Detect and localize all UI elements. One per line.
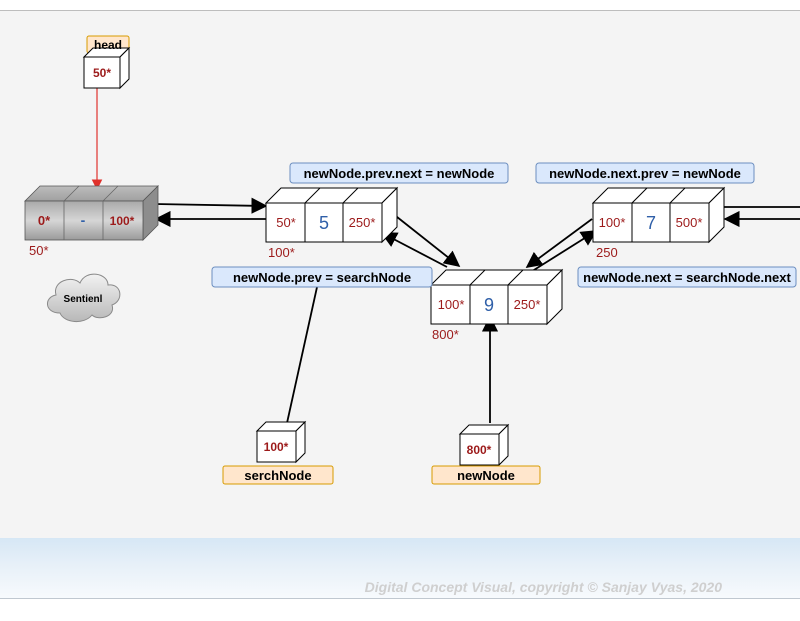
annotation-new-next: newNode.next = searchNode.next: [583, 270, 791, 285]
sentinel-address: 50*: [29, 243, 49, 258]
sentinel-next-arrow: [154, 197, 268, 214]
next-prev-to-new-arrow: [525, 218, 593, 268]
annotation-new-prev-box: [211, 266, 433, 288]
next-node: 100* 7 500*: [591, 186, 726, 244]
head-pointer: [82, 35, 131, 90]
new-prev-to-search-arrow: [380, 232, 448, 268]
annotation-prev-next-box: [289, 162, 509, 184]
new-prev-cell: 100*: [438, 297, 465, 312]
serchnode-value: 100*: [264, 440, 289, 454]
annotation-new-prev: newNode.prev = searchNode: [233, 270, 411, 285]
newnode-label: newNode: [457, 468, 515, 483]
head-value: 50*: [93, 66, 111, 80]
annotation-new-next-box: [577, 266, 797, 288]
search-next-to-new-arrow: [391, 212, 461, 268]
linked-list-insert-diagram: 0* - 100* 50* Sentienl 50* 5 250* 100* 1…: [24, 35, 800, 485]
serchnode-pointer: [222, 420, 334, 485]
new-node-address: 800*: [432, 327, 459, 342]
search-node: 50* 5 250*: [264, 186, 399, 244]
next-prev-cell: 100*: [599, 215, 626, 230]
new-next-cell: 250*: [514, 297, 541, 312]
next-node-address: 250: [596, 245, 618, 260]
diagram-canvas: 0* - 100* 50* Sentienl 50* 5 250* 100* 1…: [0, 10, 800, 539]
head-label: head: [94, 38, 122, 52]
search-value-cell: 5: [319, 213, 329, 233]
annotation-next-prev-box: [535, 162, 755, 184]
new-next-to-next-arrow: [525, 230, 598, 276]
new-node: 100* 9 250*: [429, 268, 564, 326]
annotation-next-prev: newNode.next.prev = newNode: [549, 166, 741, 181]
sentinel-cloud-label: Sentienl: [64, 294, 103, 305]
sentinel-prev-cell: 0*: [38, 213, 51, 228]
serchnode-label: serchNode: [244, 468, 311, 483]
sentinel-cloud-icon: [47, 273, 121, 322]
sentinel-next-cell: 100*: [110, 214, 135, 228]
annotation-prev-next: newNode.prev.next = newNode: [304, 166, 495, 181]
newnode-value: 800*: [467, 443, 492, 457]
bottom-strip: [0, 599, 800, 621]
search-prev-cell: 50*: [276, 215, 296, 230]
next-next-cell: 500*: [676, 215, 703, 230]
new-value-cell: 9: [484, 295, 494, 315]
search-node-address: 100*: [268, 245, 295, 260]
sentinel-value-cell: -: [81, 212, 86, 228]
serchnode-pointer-arrow: [286, 267, 326, 424]
next-value-cell: 7: [646, 213, 656, 233]
footer-band: Digital Concept Visual, copyright © Sanj…: [0, 538, 800, 599]
copyright-text: Digital Concept Visual, copyright © Sanj…: [364, 579, 722, 595]
newnode-pointer: [431, 423, 541, 485]
search-next-cell: 250*: [349, 215, 376, 230]
sentinel-node: 0* - 100*: [24, 185, 159, 241]
